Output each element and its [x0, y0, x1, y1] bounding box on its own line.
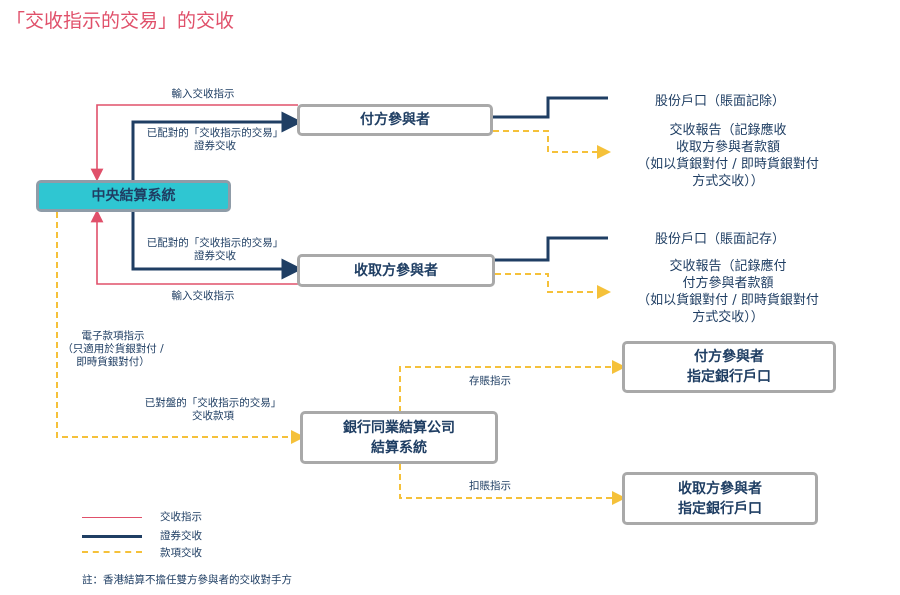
- payer-bank-account-label: 付方參與者 指定銀行戶口: [687, 349, 771, 385]
- label-matched-bottom: 已配對的「交收指示的交易」 證券交收: [146, 237, 284, 262]
- output-payer-stock: 股份戶口（賬面記除）: [654, 94, 785, 109]
- receiver-bank-account-label: 收取方參與者 指定銀行戶口: [678, 480, 762, 517]
- securities-line-to-receiver: [131, 212, 303, 280]
- label-credit: 存賬指示: [469, 375, 511, 387]
- payer-bank-account-box: 付方參與者 指定銀行戶口: [622, 341, 836, 393]
- central-clearing-label: 中央結算系統: [91, 188, 176, 204]
- payer-participant-box: 付方參與者: [297, 104, 493, 136]
- receiver-participant-box: 收取方參與者: [297, 254, 495, 287]
- securities-out-payer: [493, 96, 608, 119]
- footnote: 註：香港結算不擔任雙方參與者的交收對手方: [82, 574, 292, 586]
- label-electronic: 電子款項指示 （只適用於貨銀對付 / 即時貨銀對付）: [62, 330, 164, 368]
- central-clearing-box: 中央結算系統: [36, 180, 231, 212]
- label-matched-top: 已配對的「交收指示的交易」 證券交收: [146, 127, 284, 152]
- payer-participant-label: 付方參與者: [360, 112, 430, 128]
- receiver-participant-label: 收取方參與者: [354, 262, 438, 279]
- label-debit: 扣賬指示: [469, 480, 511, 492]
- money-out-payer: [493, 130, 611, 159]
- money-line-debit: [399, 464, 626, 505]
- legend-label-money: 款項交收: [160, 547, 202, 559]
- securities-line-to-payer: [131, 111, 303, 180]
- legend-line-money: [82, 551, 142, 553]
- label-input-top: 輸入交收指示: [171, 88, 235, 100]
- page-title: 「交收指示的交易」的交收: [6, 10, 235, 32]
- bank-clearing-label: 銀行同業結算公司 結算系統: [343, 419, 455, 456]
- legend-line-instruction: [82, 517, 142, 518]
- instruction-line-top: [90, 104, 298, 182]
- label-reconciled: 已對盤的「交收指示的交易」 交收款項: [144, 397, 282, 422]
- money-line-credit: [399, 360, 626, 412]
- legend-line-securities: [82, 535, 142, 538]
- bank-clearing-box: 銀行同業結算公司 結算系統: [300, 411, 498, 464]
- output-payer-report: 交收報告（記錄應收 收取方參與者款額 （如以貨銀對付 / 即時貨銀對付 方式交收…: [637, 123, 819, 189]
- legend-label-securities: 證券交收: [160, 530, 202, 542]
- legend-label-instruction: 交收指示: [160, 511, 202, 523]
- receiver-bank-account-box: 收取方參與者 指定銀行戶口: [622, 472, 818, 525]
- money-line-electronic: [56, 212, 305, 444]
- label-input-bottom: 輸入交收指示: [171, 290, 235, 302]
- money-out-receiver: [495, 273, 611, 299]
- output-receiver-stock: 股份戶口（賬面記存）: [654, 232, 785, 247]
- instruction-line-bottom: [90, 209, 298, 285]
- output-receiver-report: 交收報告（記錄應付 付方參與者款額 （如以貨銀對付 / 即時貨銀對付 方式交收）…: [637, 259, 819, 325]
- securities-out-receiver: [495, 236, 608, 262]
